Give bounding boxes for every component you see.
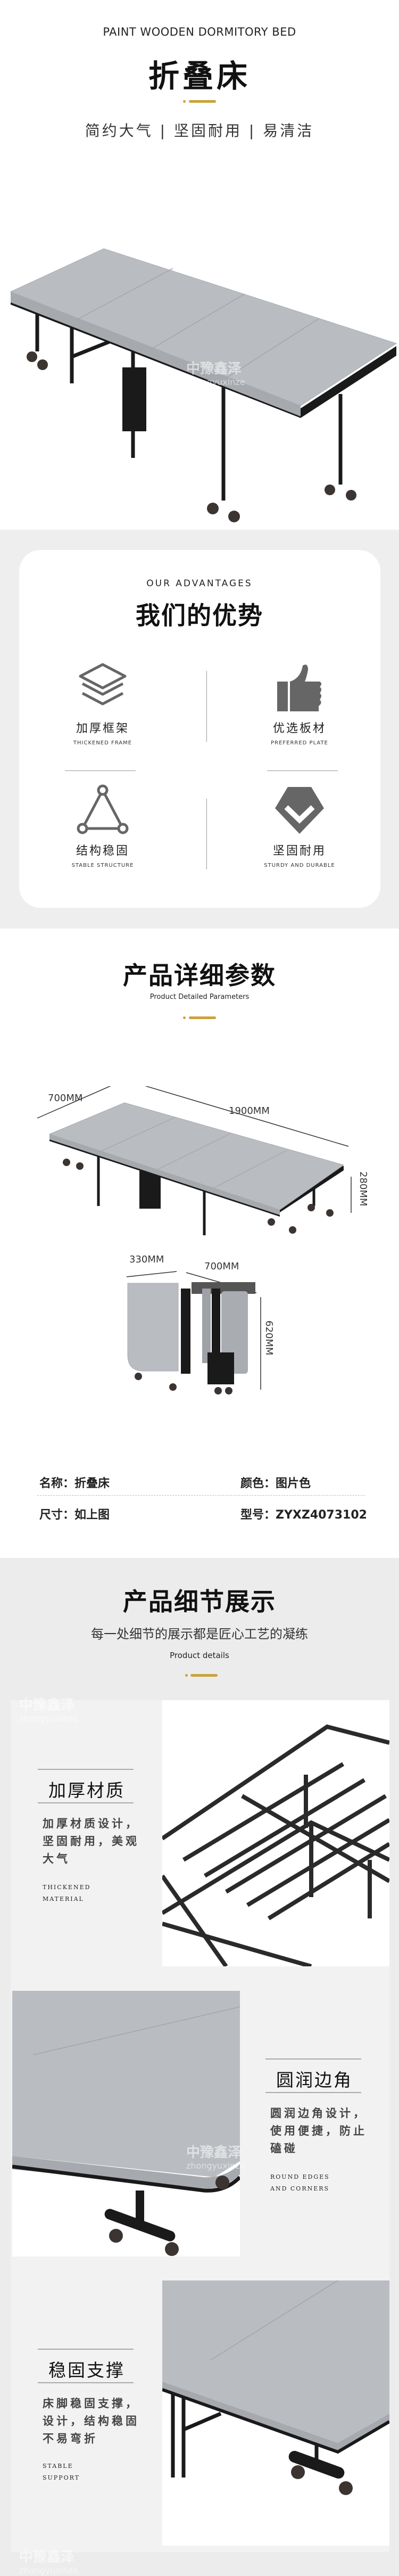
hero-title: 折叠床: [148, 58, 251, 94]
params-subtitle-en: Product Detailed Parameters: [149, 993, 250, 1001]
bed-dimension-diagram: [37, 1086, 352, 1235]
detail-body: 圆润边角设计，使用便捷，防止磕碰: [270, 2107, 367, 2155]
dimension-height: 280MM: [358, 1171, 369, 1207]
support-detail-image: [162, 2280, 389, 2546]
thumbs-up-icon: [277, 664, 321, 711]
detail-body: 加厚材质设计，坚固耐用，美观大气: [43, 1817, 139, 1865]
hero-subtitle-en: PAINT WOODEN DORMITORY BED: [103, 26, 296, 38]
details-subtitle-en: Product details: [170, 1651, 229, 1660]
round-corner-detail-image: [12, 1991, 240, 2257]
frame-detail-image: [162, 1700, 389, 1966]
advantage-en: STABLE STRUCTURE: [71, 863, 134, 868]
layers-icon: [79, 663, 127, 705]
gold-divider: [0, 1674, 399, 1677]
advantage-cn: 结构稳固: [76, 844, 129, 858]
folded-depth: 330MM: [129, 1254, 164, 1265]
spec-color: 颜色：图片色: [240, 1477, 311, 1490]
folded-height: 620MM: [263, 1320, 275, 1356]
dimension-width: 700MM: [48, 1093, 83, 1104]
gold-divider: [0, 100, 399, 103]
hero-bed-image: [10, 248, 397, 522]
advantage-en: STURDY AND DURABLE: [264, 863, 335, 868]
spec-name: 名称：折叠床: [39, 1477, 110, 1490]
detail-body: 床脚稳固支撑，设计，结构稳固不易弯折: [43, 2397, 139, 2445]
spec-model: 型号：ZYXZ4073102: [240, 1508, 367, 1522]
divider: [267, 770, 338, 771]
spec-size: 尺寸：如上图: [39, 1508, 110, 1522]
rule: [265, 2058, 361, 2060]
advantage-en: THICKENED FRAME: [73, 740, 132, 746]
folded-bed-diagram: [126, 1271, 261, 1394]
advantage-preferred-plate: 优选板材 PREFERRED PLATE: [236, 660, 363, 746]
details-title: 产品细节展示: [123, 1587, 276, 1616]
advantage-stable-structure: 结构稳固 STABLE STRUCTURE: [39, 783, 167, 868]
advantage-cn: 优选板材: [272, 722, 326, 735]
folded-width: 700MM: [204, 1261, 239, 1272]
advantage-cn: 加厚框架: [76, 722, 129, 735]
details-subtitle: 每一处细节的展示都是匠心工艺的凝练: [91, 1627, 308, 1642]
divider: [206, 671, 207, 742]
divider: [65, 770, 136, 771]
rule: [265, 2092, 361, 2093]
advantage-en: PREFERRED PLATE: [271, 740, 328, 746]
detail-title: 稳固支撑: [48, 2360, 125, 2381]
hero-tagline: 简约大气 | 坚固耐用 | 易清洁: [85, 122, 314, 140]
rule: [38, 1802, 134, 1803]
detail-title: 加厚材质: [48, 1780, 125, 1801]
rule: [38, 2349, 134, 2350]
rule: [38, 1769, 134, 1770]
shield-check-icon: [275, 787, 324, 834]
divider: [206, 799, 207, 869]
advantage-sturdy-durable: 坚固耐用 STURDY AND DURABLE: [236, 783, 363, 868]
dimension-length: 1900MM: [229, 1105, 270, 1117]
advantage-cn: 坚固耐用: [272, 844, 326, 858]
advantages-label-en: OUR ADVANTAGES: [146, 578, 253, 589]
detail-title: 圆润边角: [276, 2070, 353, 2090]
folding-hinge-box: [122, 367, 146, 431]
advantage-thickened-frame: 加厚框架 THICKENED FRAME: [39, 660, 167, 746]
gold-divider: [0, 1016, 399, 1020]
triangle-nodes-icon: [77, 784, 129, 834]
advantages-card: [19, 550, 380, 908]
rule: [38, 2382, 134, 2383]
advantages-title: 我们的优势: [136, 601, 263, 630]
params-title: 产品详细参数: [123, 961, 276, 990]
spec-divider: [37, 1495, 365, 1496]
